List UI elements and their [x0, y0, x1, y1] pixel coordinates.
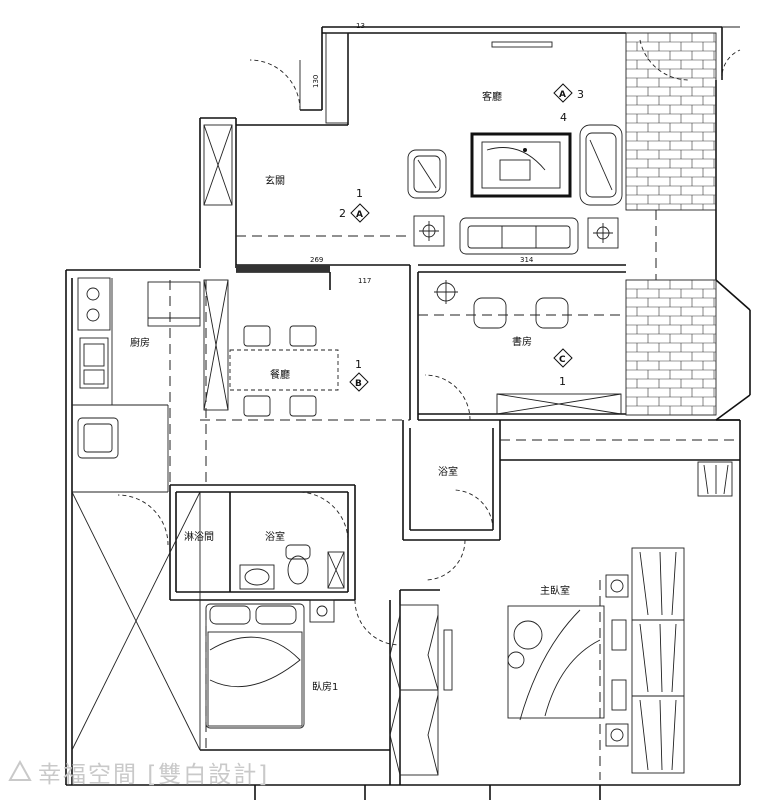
coffee-table: [470, 132, 572, 198]
section-marker-c: C 1: [553, 348, 573, 388]
dimension-130: 130: [312, 75, 320, 88]
dimension-314: 314: [520, 256, 534, 264]
watermark: 幸福空間 [雙白設計]: [8, 759, 269, 788]
dimension-117: 117: [358, 277, 371, 285]
watermark-text: 幸福空間 [雙白設計]: [38, 762, 269, 788]
service-balcony: [71, 491, 201, 751]
label-bathroom-2: 浴室: [265, 530, 285, 543]
house-icon: [8, 759, 32, 781]
label-dining-room: 餐廳: [270, 368, 290, 381]
bed-master: [507, 574, 629, 747]
washing-machine: [77, 417, 119, 459]
walls: [65, 26, 751, 800]
dimension-269: 269: [310, 256, 323, 264]
svg-text:1: 1: [559, 375, 566, 388]
balcony-tiles-top: [625, 32, 717, 211]
section-marker-a-mid: A 2 1: [339, 187, 370, 223]
tv-cabinet: [491, 41, 553, 48]
label-foyer: 玄關: [265, 174, 285, 187]
kitchen-stove: [77, 277, 111, 331]
svg-text:B: B: [355, 379, 362, 389]
label-shower-room: 淋浴間: [184, 530, 214, 543]
room-labels: 客廳 玄關 廚房 餐廳 書房 浴室 淋浴間 浴室 主臥室 臥房1: [130, 90, 570, 693]
dimension-13: 13: [356, 22, 365, 30]
study-furniture: [434, 280, 622, 415]
section-marker-b: B 1: [349, 358, 369, 392]
wardrobe-bedroom-1: [389, 604, 453, 776]
bed-bedroom-1: [205, 599, 335, 729]
refrigerator: [147, 281, 201, 327]
side-table-right: [587, 217, 619, 249]
dining-set: [229, 325, 339, 417]
label-kitchen: 廚房: [130, 336, 150, 349]
label-living-room: 客廳: [482, 90, 502, 103]
sofa: [459, 217, 579, 255]
dimensions: 13 130 269 117 314: [310, 22, 534, 285]
armchair-left: [407, 149, 447, 199]
label-master-bedroom: 主臥室: [540, 584, 570, 597]
doors: [117, 26, 741, 646]
side-table-left: [413, 215, 445, 247]
label-bathroom-1: 浴室: [438, 465, 458, 478]
svg-text:2: 2: [339, 207, 346, 220]
svg-text:1: 1: [355, 358, 362, 371]
balcony-tiles-right: [625, 279, 717, 416]
label-study: 書房: [512, 335, 532, 348]
label-bedroom-1: 臥房1: [312, 680, 338, 693]
svg-text:C: C: [559, 355, 566, 365]
svg-text:4: 4: [560, 111, 567, 124]
svg-text:1: 1: [356, 187, 363, 200]
wardrobe-master: [631, 461, 733, 774]
kitchen-sink: [79, 337, 109, 389]
dashed-zone-lines: [169, 210, 740, 780]
section-marker-a-top: A 3 4: [553, 83, 584, 124]
window-foyer: [203, 32, 349, 411]
bathroom-2-fixtures: [239, 544, 345, 590]
armchair-right: [579, 124, 623, 206]
svg-text:3: 3: [577, 88, 584, 101]
svg-text:A: A: [356, 210, 363, 220]
svg-text:A: A: [559, 90, 566, 100]
